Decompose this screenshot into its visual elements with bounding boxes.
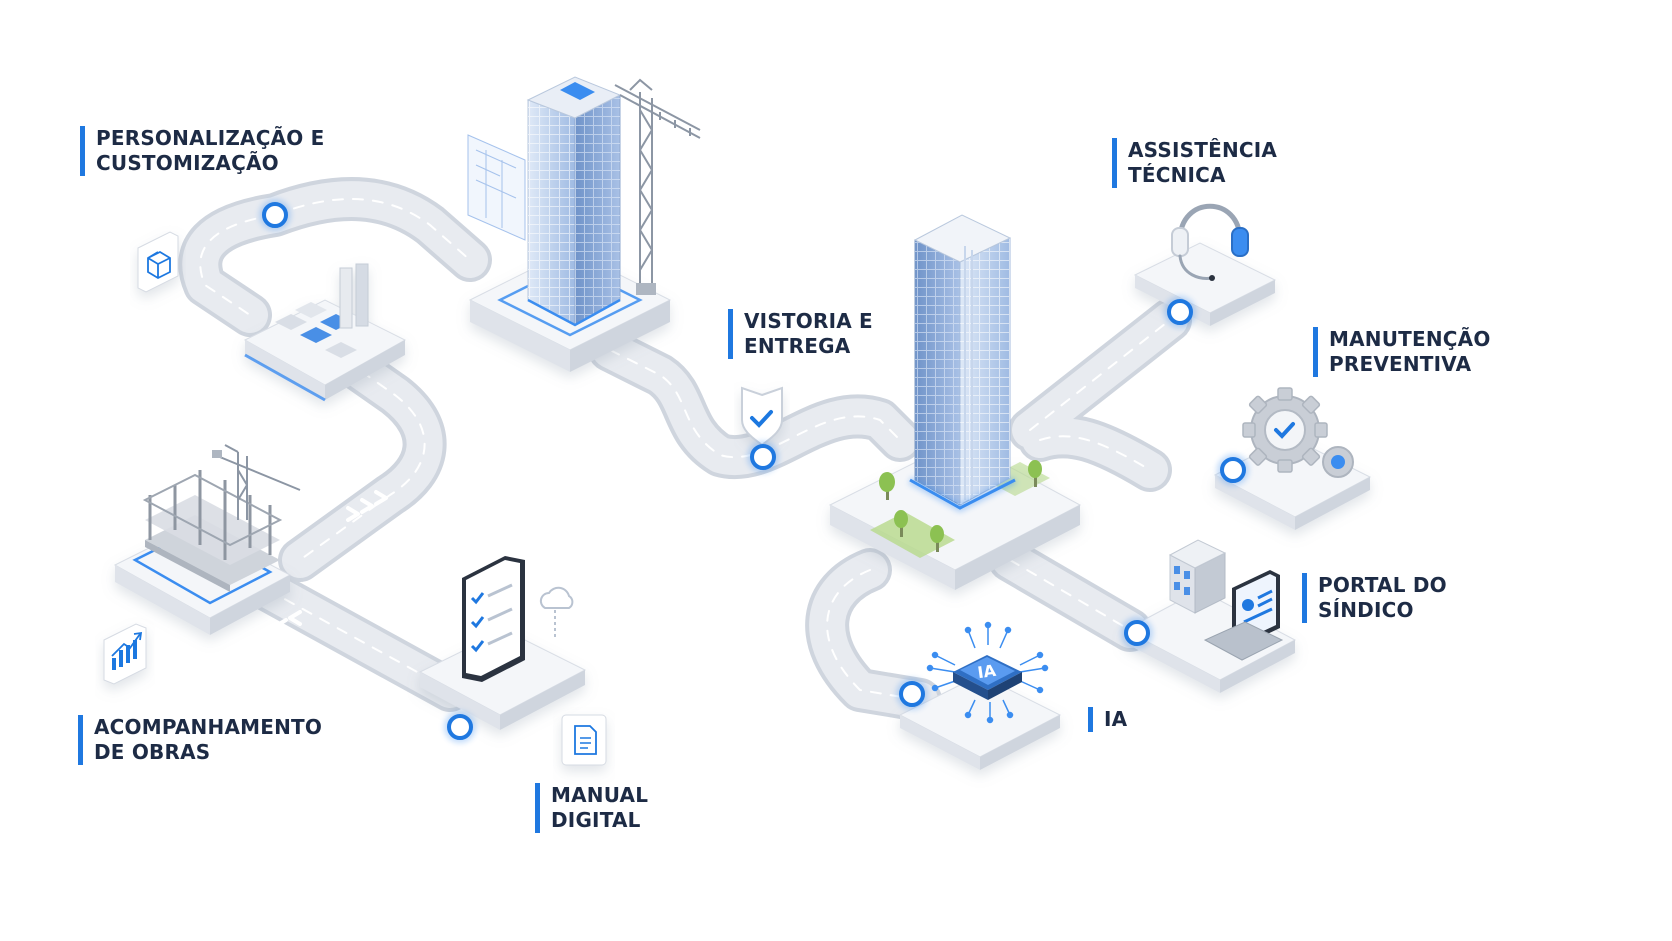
platform-personalizacao: [243, 263, 407, 402]
tree: [1028, 460, 1042, 487]
floating-icons: [103, 231, 783, 766]
central-tower: [908, 214, 1017, 513]
label-vistoria: VISTORIA E ENTREGA: [728, 309, 873, 359]
road-left-loop: [178, 177, 492, 712]
blueprint-panel: [467, 134, 526, 241]
label-line: MANUTENÇÃO: [1329, 327, 1491, 351]
ai-chip-icon: IA: [926, 621, 1049, 724]
platform-central-tower: [828, 439, 1082, 590]
cloud-icon: [539, 586, 574, 640]
label-line: SÍNDICO: [1318, 598, 1414, 622]
node-portal: [1121, 617, 1153, 649]
label-line: PREVENTIVA: [1329, 352, 1472, 376]
node-manutencao: [1217, 454, 1249, 486]
road-arrows: [274, 490, 388, 634]
tree: [879, 472, 895, 500]
ai-chip-text: IA: [976, 661, 997, 682]
platform-ia: [898, 674, 1062, 770]
crane-right: [614, 78, 701, 295]
label-line: PERSONALIZAÇÃO E: [96, 126, 325, 150]
label-personalizacao: PERSONALIZAÇÃO E CUSTOMIZAÇÃO: [80, 126, 325, 176]
laptop-icon: [1203, 570, 1284, 661]
tree: [930, 525, 944, 552]
label-portal: PORTAL DO SÍNDICO: [1302, 573, 1447, 623]
road-right-branches: [805, 298, 1192, 722]
tree: [894, 510, 908, 537]
label-line: PORTAL DO: [1318, 573, 1447, 597]
trees: [879, 460, 1042, 552]
node-manual: [444, 711, 476, 743]
headset-icon: [1171, 203, 1249, 281]
label-line: CUSTOMIZAÇÃO: [96, 151, 279, 175]
node-vistoria: [747, 441, 779, 473]
label-line: ENTREGA: [744, 334, 851, 358]
label-manutencao: MANUTENÇÃO PREVENTIVA: [1313, 327, 1491, 377]
label-assistencia: ASSISTÊNCIA TÉCNICA: [1112, 138, 1277, 188]
label-acompanhamento: ACOMPANHAMENTO DE OBRAS: [78, 715, 322, 765]
label-line: VISTORIA E: [744, 309, 873, 333]
cube-icon: [137, 231, 179, 293]
node-assistencia: [1164, 296, 1196, 328]
bar-chart-icon: [103, 623, 147, 685]
label-line: MANUAL: [551, 783, 649, 807]
tower-under-construction: [526, 76, 622, 327]
platform-manual: [418, 629, 587, 730]
label-manual: MANUAL DIGITAL: [535, 783, 648, 833]
label-line: ASSISTÊNCIA: [1128, 138, 1278, 162]
label-line: IA: [1104, 707, 1128, 731]
gear-icon: [1242, 387, 1354, 478]
label-line: DIGITAL: [551, 808, 641, 832]
label-ia: IA: [1088, 707, 1127, 732]
portal-building: [1168, 539, 1227, 614]
building-frame: [142, 470, 283, 592]
tablet-checklist: [462, 556, 574, 682]
crane-left: [212, 444, 301, 520]
road-center: [588, 328, 922, 479]
node-personalizacao: [259, 199, 291, 231]
wall-panels: [339, 263, 369, 329]
platform-portal: [1123, 589, 1297, 693]
document-icon: [561, 714, 607, 766]
label-line: TÉCNICA: [1128, 163, 1226, 187]
roads: [178, 177, 1192, 722]
route-nodes: [259, 199, 1249, 743]
label-line: ACOMPANHAMENTO: [94, 715, 323, 739]
label-line: DE OBRAS: [94, 740, 211, 764]
node-ia: [896, 678, 928, 710]
